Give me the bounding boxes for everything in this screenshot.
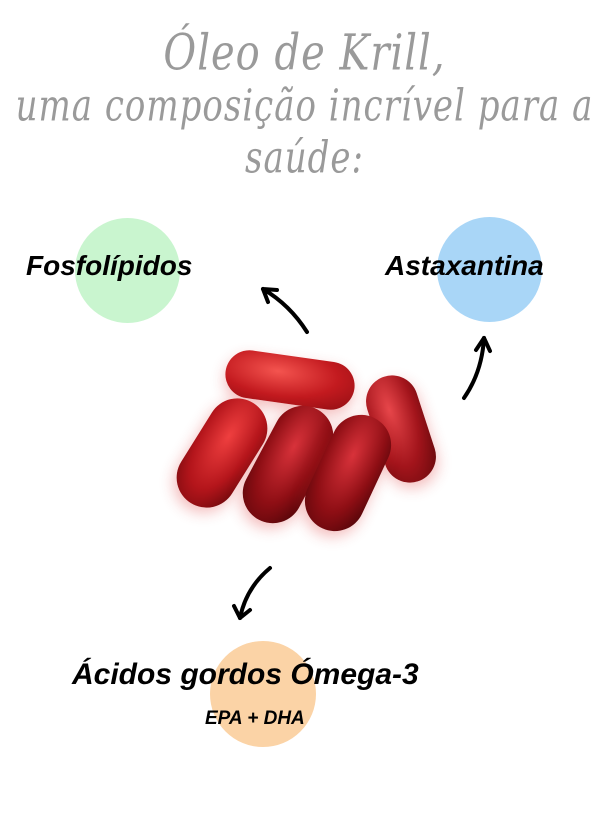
arrow-up-icon [462,336,492,400]
label-omega-3: Ácidos gordos Ómega-3 [72,658,419,691]
arrow-down-left-icon [232,566,272,620]
orange-circle [210,641,316,747]
green-circle [75,218,180,323]
label-astaxantina: Astaxantina [385,250,544,281]
label-epa-dha: EPA + DHA [205,708,305,729]
blue-circle [437,217,542,322]
arrow-up-left-icon [261,287,309,334]
krill-oil-capsules-image [165,347,450,541]
title-line-2: uma composição incrível para a saúde: [15,80,594,184]
title-line-1: Óleo de Krill, [163,24,446,82]
label-fosfolipidos: Fosfolípidos [26,250,193,281]
